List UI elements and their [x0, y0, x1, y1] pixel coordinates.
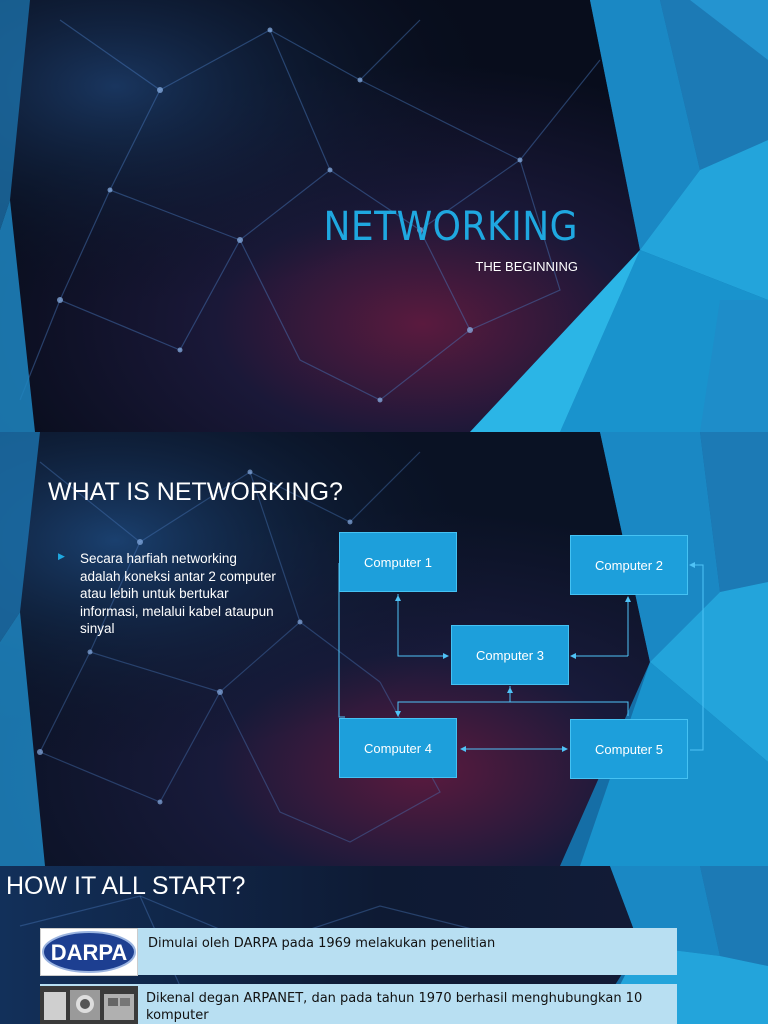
computer-4-node: Computer 4	[339, 718, 457, 778]
timeline-row	[40, 984, 677, 1024]
computer-2-node: Computer 2	[570, 535, 688, 595]
darpa-logo: DARPA	[40, 928, 138, 976]
computer-3-node: Computer 3	[451, 625, 569, 685]
bullet-text: Secara harfiah networking adalah koneksi…	[80, 551, 276, 636]
arpanet-photo-image	[40, 986, 138, 1024]
network-background	[0, 0, 768, 432]
slide-title-heading: NETWORKING	[323, 204, 578, 250]
slide-heading: HOW IT ALL START?	[6, 872, 246, 900]
bullet-arrow-icon: ▶	[58, 552, 65, 562]
timeline-row-text: Dimulai oleh DARPA pada 1969 melakukan p…	[148, 936, 496, 951]
timeline-row	[40, 928, 677, 975]
computer-5-node: Computer 5	[570, 719, 688, 779]
slide-what-is-networking: WHAT IS NETWORKING? ▶ Secara harfiah net…	[0, 432, 768, 866]
slide-subtitle: THE BEGINNING	[475, 259, 578, 274]
slide-title: NETWORKING THE BEGINNING	[0, 0, 768, 432]
slide-how-it-all-start: HOW IT ALL START? DARPA Dimulai oleh DAR…	[0, 866, 768, 1024]
timeline-row-text: Dikenal degan ARPANET, dan pada tahun 19…	[146, 991, 643, 1023]
computer-1-node: Computer 1	[339, 532, 457, 592]
network-diagram-connectors	[338, 562, 704, 752]
svg-text:DARPA: DARPA	[51, 940, 128, 965]
slide-heading: WHAT IS NETWORKING?	[48, 478, 343, 506]
